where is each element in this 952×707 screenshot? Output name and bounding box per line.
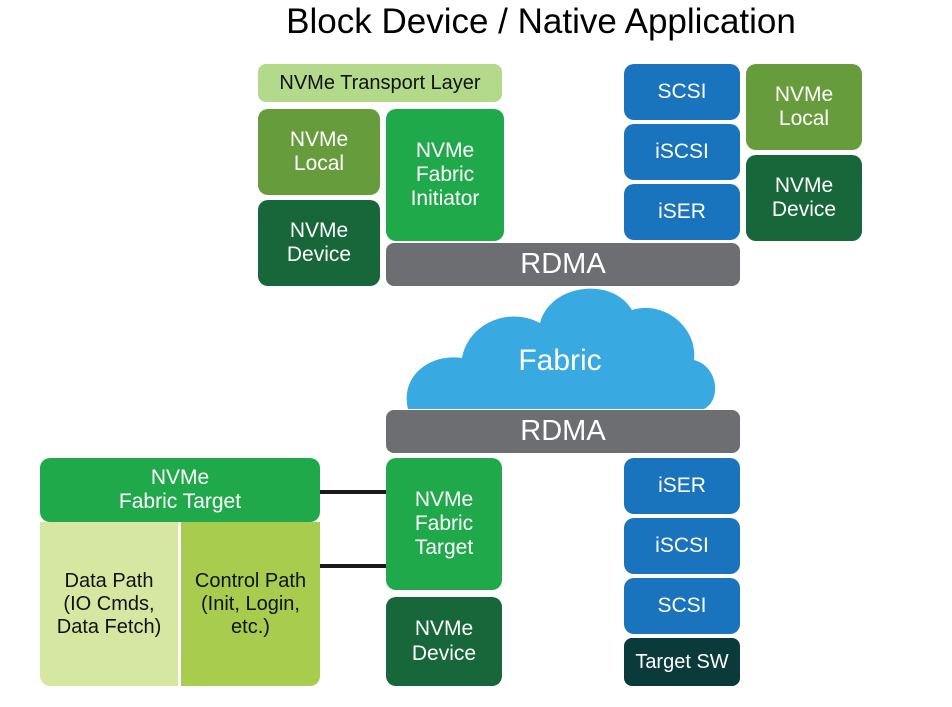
iser-target-label: iSER (658, 473, 706, 497)
nvme-local-box: NVMe Local (258, 109, 380, 195)
control-path-label: Control Path (Init, Login, etc.) (194, 569, 307, 638)
rdma-initiator-label: RDMA (520, 247, 606, 280)
nvme-fabric-initiator-box: NVMe Fabric Initiator (386, 109, 504, 241)
fabric-label: Fabric (518, 344, 602, 377)
connector-line-top (320, 490, 386, 494)
scsi-initiator-box: SCSI (624, 64, 740, 120)
nvme-transport-layer-label: NVMe Transport Layer (279, 71, 481, 94)
iser-initiator-label: iSER (658, 199, 706, 223)
connector-line-bottom (320, 564, 386, 568)
iscsi-target-box: iSCSI (624, 518, 740, 574)
iscsi-target-label: iSCSI (655, 533, 709, 557)
scsi-target-box: SCSI (624, 578, 740, 634)
fabric-cloud-icon (406, 288, 716, 409)
nvme-fabric-target-wide-box: NVMe Fabric Target (40, 458, 320, 522)
rdma-target-label: RDMA (520, 414, 606, 447)
nvme-fabric-initiator-label: NVMe Fabric Initiator (410, 138, 480, 211)
nvme-fabric-target-label: NVMe Fabric Target (414, 487, 474, 560)
nvme-device-right-box: NVMe Device (746, 155, 862, 241)
rdma-target-bar: RDMA (386, 410, 740, 453)
nvme-local-label: NVMe Local (289, 127, 349, 175)
nvme-device-target-label: NVMe Device (411, 617, 477, 665)
data-path-label: Data Path (IO Cmds, Data Fetch) (56, 569, 162, 638)
nvme-transport-layer-box: NVMe Transport Layer (258, 64, 502, 102)
iser-initiator-box: iSER (624, 184, 740, 240)
data-path-box: Data Path (IO Cmds, Data Fetch) (40, 522, 178, 686)
nvme-fabric-target-wide-label: NVMe Fabric Target (118, 465, 242, 513)
nvme-device-right-label: NVMe Device (771, 173, 837, 221)
nvme-local-right-label: NVMe Local (774, 82, 834, 130)
control-path-box: Control Path (Init, Login, etc.) (181, 522, 320, 686)
scsi-initiator-label: SCSI (657, 79, 707, 103)
target-sw-label: Target SW (635, 650, 729, 673)
nvme-local-right-box: NVMe Local (746, 64, 862, 150)
nvme-fabric-target-box: NVMe Fabric Target (386, 458, 502, 590)
nvme-device-box: NVMe Device (258, 200, 380, 286)
nvme-device-label: NVMe Device (286, 218, 352, 266)
page-title: Block Device / Native Application (286, 2, 796, 41)
nvme-device-target-box: NVMe Device (386, 597, 502, 686)
iscsi-initiator-box: iSCSI (624, 124, 740, 180)
iser-target-box: iSER (624, 458, 740, 514)
target-sw-box: Target SW (624, 638, 740, 686)
iscsi-initiator-label: iSCSI (655, 139, 709, 163)
rdma-initiator-bar: RDMA (386, 243, 740, 286)
scsi-target-label: SCSI (657, 593, 707, 617)
